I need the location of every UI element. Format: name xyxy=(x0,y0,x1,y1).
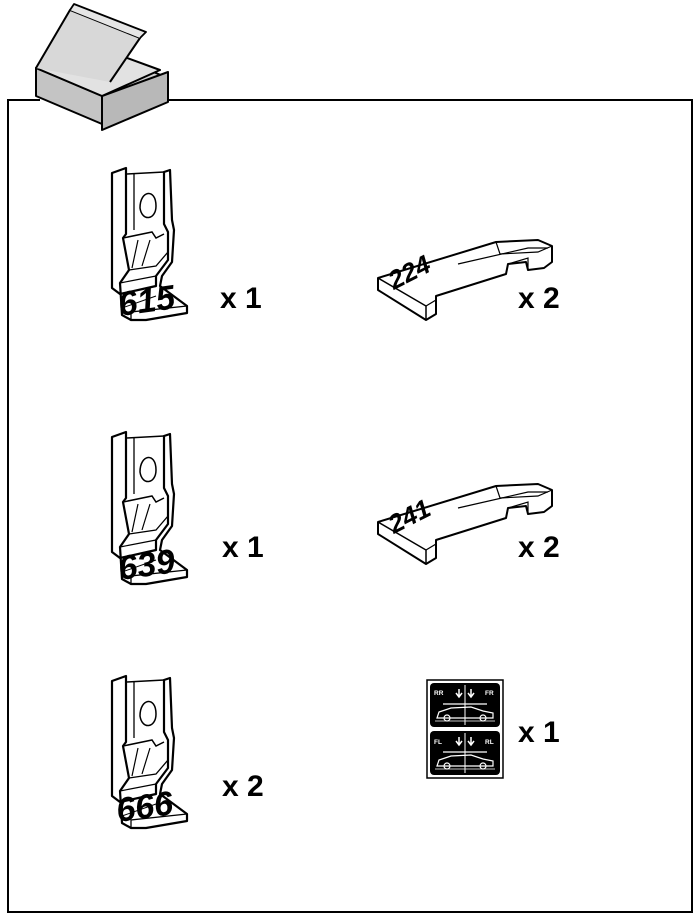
parts-frame xyxy=(7,99,693,913)
bracket-quantity: x 1 xyxy=(220,282,262,315)
arrow-down-icon xyxy=(467,689,475,699)
car-icon xyxy=(435,751,495,770)
position-sticker: RR FR FL RL xyxy=(426,679,504,779)
sticker-label-rr: RR xyxy=(434,690,444,697)
sticker-label-fl: FL xyxy=(434,739,442,746)
sticker-label-rl: RL xyxy=(485,739,494,746)
bracket-code: 666 xyxy=(114,784,177,830)
arrow-down-icon xyxy=(455,689,463,699)
car-icon xyxy=(435,703,495,722)
sticker-quantity: x 1 xyxy=(518,716,560,749)
bracket-666: 666 xyxy=(110,674,189,830)
pad-quantity: x 2 xyxy=(518,282,560,315)
bracket-code: 639 xyxy=(116,542,178,588)
bracket-615: 615 xyxy=(110,166,189,324)
pad-quantity: x 2 xyxy=(518,531,560,564)
bracket-quantity: x 1 xyxy=(222,531,264,564)
arrow-down-icon xyxy=(455,737,463,747)
box-icon xyxy=(35,3,169,131)
bracket-639: 639 xyxy=(110,430,189,588)
bracket-code: 615 xyxy=(116,278,179,324)
sticker-label-fr: FR xyxy=(485,690,494,697)
arrow-down-icon xyxy=(467,737,475,747)
bracket-quantity: x 2 xyxy=(222,770,264,803)
